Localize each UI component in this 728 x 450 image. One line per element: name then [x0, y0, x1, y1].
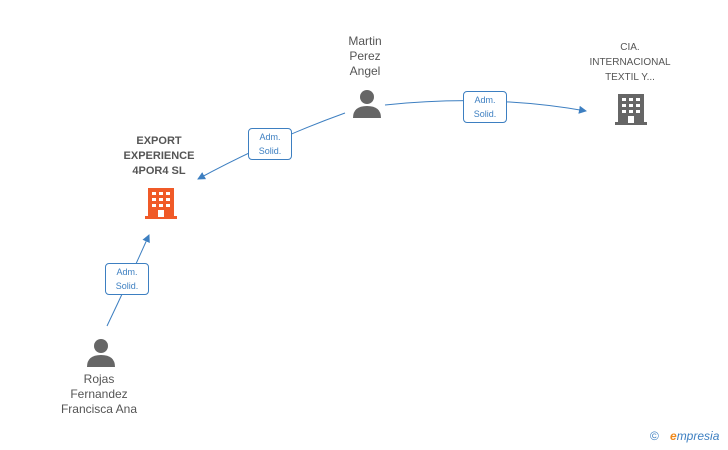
brand-rest: mpresia: [676, 429, 720, 443]
edge-label-line: Adm.: [474, 95, 496, 105]
node-label-line: INTERNACIONAL: [589, 57, 671, 68]
node-label-line: EXPORT: [136, 135, 182, 147]
edge-label-line: Adm.: [116, 267, 138, 277]
node-label-line: TEXTIL Y...: [605, 72, 655, 83]
edge-label-martin-export: Adm. Solid.: [248, 128, 292, 160]
node-label-export-experience[interactable]: EXPORT EXPERIENCE 4POR4 SL: [100, 134, 218, 179]
building-icon[interactable]: [145, 186, 177, 220]
node-label-rojas-fernandez[interactable]: Rojas Fernandez Francisca Ana: [44, 372, 154, 417]
person-icon[interactable]: [86, 338, 116, 368]
node-label-line: CIA.: [620, 42, 640, 53]
node-label-line: Martin: [348, 34, 382, 48]
edge-label-line: Adm.: [259, 132, 281, 142]
person-icon[interactable]: [352, 89, 382, 119]
node-label-line: 4POR4 SL: [132, 165, 186, 177]
edge-label-line: Solid.: [115, 281, 139, 291]
brand-initial: e: [670, 429, 677, 443]
edge-label-line: Solid.: [473, 109, 497, 119]
node-label-line: Rojas: [83, 372, 115, 386]
edge-label-martin-cia: Adm. Solid.: [463, 91, 507, 123]
node-label-cia-internacional[interactable]: CIA. INTERNACIONAL TEXTIL Y...: [574, 40, 686, 85]
node-label-line: Fernandez: [70, 387, 128, 401]
building-icon[interactable]: [615, 92, 647, 126]
node-label-line: EXPERIENCE: [123, 150, 195, 162]
node-label-line: Francisca Ana: [60, 402, 138, 416]
node-label-line: Angel: [349, 64, 381, 78]
copyright-symbol: ©: [650, 429, 659, 443]
node-label-martin-perez[interactable]: Martin Perez Angel: [325, 34, 405, 79]
edge-label-line: Solid.: [258, 146, 282, 156]
edge-label-rojas-export: Adm. Solid.: [105, 263, 149, 295]
brand-logo[interactable]: empresia: [670, 429, 719, 443]
node-label-line: Perez: [349, 49, 381, 63]
